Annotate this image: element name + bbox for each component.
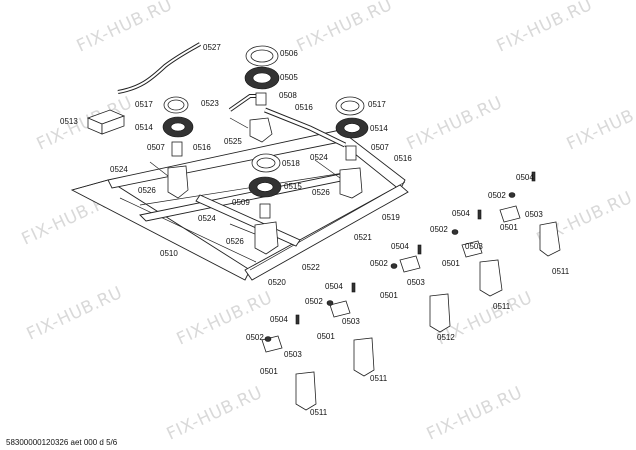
part-label: 0522	[302, 263, 320, 272]
part-label: 0516	[394, 154, 412, 163]
watermark: FIX-HUB.RU	[294, 0, 396, 57]
watermark: FIX-HUB.RU	[424, 383, 526, 445]
burner-cap-rings	[162, 45, 369, 198]
part-label: 0501	[442, 259, 460, 268]
part-label: 0502	[370, 259, 388, 268]
part-label: 0518	[282, 159, 300, 168]
part-label: 0511	[310, 408, 328, 417]
part-label: 0503	[525, 210, 543, 219]
part-label: 0503	[407, 278, 425, 287]
part-label: 0519	[382, 213, 400, 222]
watermark: FIX-HUB.RU	[24, 283, 126, 345]
part-label: 0524	[110, 165, 128, 174]
part-label: 0502	[246, 333, 264, 342]
part-label: 0526	[226, 237, 244, 246]
gas-taps	[295, 221, 561, 411]
part-label: 0516	[193, 143, 211, 152]
part-label: 0506	[280, 49, 298, 58]
part-label: 0505	[280, 73, 298, 82]
burner-assemblies	[149, 117, 363, 255]
part-label: 0526	[312, 188, 330, 197]
part-label: 0515	[284, 182, 302, 191]
connector-block	[86, 109, 126, 135]
part-label: 0509	[232, 198, 250, 207]
part-label: 0525	[224, 137, 242, 146]
part-label: 0511	[493, 302, 511, 311]
part-label: 0502	[430, 225, 448, 234]
part-label: 0526	[138, 186, 156, 195]
part-label: 0520	[268, 278, 286, 287]
watermark: FIX-HUB.RU	[164, 383, 266, 445]
part-label: 0517	[368, 100, 386, 109]
part-label: 0507	[371, 143, 389, 152]
part-label: 0503	[284, 350, 302, 359]
watermark-layer: FIX-HUB.RU FIX-HUB.RU FIX-HUB.RU FIX-HUB…	[19, 0, 636, 445]
part-label: 0512	[437, 333, 455, 342]
part-label: 0503	[342, 317, 360, 326]
part-label: 0504	[516, 173, 534, 182]
part-label: 0501	[260, 367, 278, 376]
watermark: FIX-HUB.RU	[404, 93, 506, 155]
part-label: 0508	[279, 91, 297, 100]
part-label: 0501	[380, 291, 398, 300]
part-label: 0523	[201, 99, 219, 108]
part-label: 0502	[305, 297, 323, 306]
burner-frame	[70, 129, 409, 281]
part-label: 0501	[317, 332, 335, 341]
part-label: 0502	[488, 191, 506, 200]
part-label: 0516	[295, 103, 313, 112]
part-label: 0504	[391, 242, 409, 251]
part-label: 0524	[310, 153, 328, 162]
part-label: 0504	[325, 282, 343, 291]
part-label: 0507	[147, 143, 165, 152]
part-label: 0511	[370, 374, 388, 383]
part-label: 0504	[270, 315, 288, 324]
part-label: 0517	[135, 100, 153, 109]
part-label: 0510	[160, 249, 178, 258]
part-label: 0513	[60, 117, 78, 126]
screws	[264, 171, 536, 342]
drawing-code: 58300000120326 aet 000 d 5/6	[6, 438, 118, 447]
part-label: 0524	[198, 214, 216, 223]
watermark: FIX-HUB.RU	[564, 93, 636, 155]
part-label: 0504	[452, 209, 470, 218]
part-label: 0501	[500, 223, 518, 232]
part-label: 0527	[203, 43, 221, 52]
thermocouple-brackets	[261, 205, 521, 353]
watermark: FIX-HUB.RU	[494, 0, 596, 57]
part-label: 0503	[465, 242, 483, 251]
part-label: 0514	[135, 123, 153, 132]
part-label: 0511	[552, 267, 570, 276]
watermark: FIX-HUB.RU	[74, 0, 176, 57]
part-label: 0521	[354, 233, 372, 242]
part-labels: 0527 0506 0505 0508 0517 0523 0516 0517 …	[60, 43, 570, 417]
part-label: 0514	[370, 124, 388, 133]
burner-nozzles	[171, 92, 357, 219]
